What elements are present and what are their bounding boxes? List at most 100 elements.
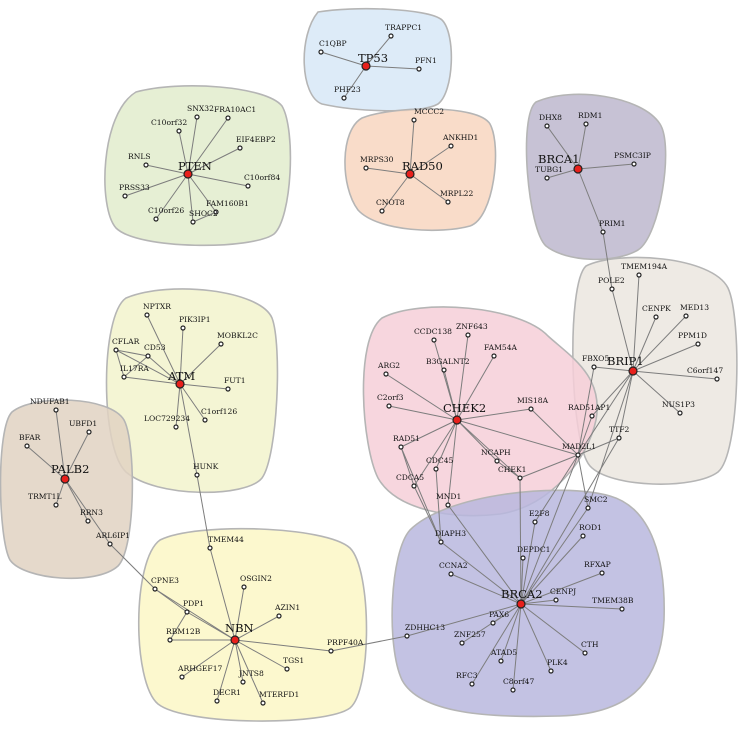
node-marker-mrpl22[interactable] — [445, 199, 451, 205]
node-rad51[interactable]: RAD51 — [393, 434, 420, 450]
node-mrps30[interactable]: MRPS30 — [360, 155, 394, 171]
node-marker-znf643[interactable] — [465, 332, 471, 338]
node-prss33[interactable]: PRSS33 — [119, 183, 150, 199]
node-mccc2[interactable]: MCCC2 — [411, 107, 444, 123]
node-pfn1[interactable]: PFN1 — [415, 56, 437, 72]
node-cflar[interactable]: CFLAR — [112, 337, 140, 353]
node-pole2[interactable]: POLE2 — [598, 276, 625, 292]
node-marker-fam160b1[interactable] — [213, 209, 219, 215]
node-prpf40a[interactable]: PRPF40A — [327, 638, 364, 654]
node-cdca5[interactable]: CDCA5 — [396, 473, 424, 489]
node-marker-ppm1d[interactable] — [695, 341, 701, 347]
node-osgin2[interactable]: OSGIN2 — [240, 574, 272, 590]
node-snx32[interactable]: SNX32 — [187, 104, 214, 120]
node-med13[interactable]: MED13 — [680, 303, 709, 319]
node-marker-trappc1[interactable] — [388, 33, 394, 39]
node-marker-rad51ap1[interactable] — [589, 413, 595, 419]
hub-marker-rad50[interactable] — [405, 169, 415, 179]
node-rfc3[interactable]: RFC3 — [456, 671, 478, 687]
node-marker-fra10ac1[interactable] — [225, 115, 231, 121]
node-marker-c10orf26[interactable] — [153, 216, 159, 222]
hub-node-pten[interactable]: PTEN — [178, 159, 212, 179]
node-mnd1[interactable]: MND1 — [436, 492, 461, 508]
node-marker-pik3ip1[interactable] — [180, 325, 186, 331]
node-marker-tgs1[interactable] — [284, 666, 290, 672]
node-marker-prpf40a[interactable] — [328, 648, 334, 654]
node-marker-ccna2[interactable] — [448, 571, 454, 577]
node-marker-ubfd1[interactable] — [86, 429, 92, 435]
node-marker-rdm1[interactable] — [583, 121, 589, 127]
node-eif4ebp2[interactable]: EIF4EBP2 — [236, 135, 276, 151]
node-mrpl22[interactable]: MRPL22 — [440, 189, 473, 205]
node-loc729234[interactable]: LOC729234 — [144, 414, 190, 430]
node-tmem44[interactable]: TMEM44 — [207, 535, 244, 551]
node-marker-tubg1[interactable] — [544, 175, 550, 181]
node-marker-pax6[interactable] — [490, 620, 496, 626]
hub-marker-tp53[interactable] — [361, 61, 371, 71]
node-trmt1l[interactable]: TRMT1L — [28, 492, 62, 508]
node-marker-znf257[interactable] — [459, 640, 465, 646]
node-marker-hunk[interactable] — [194, 472, 200, 478]
node-marker-ccdc138[interactable] — [431, 337, 437, 343]
node-arl6ip1[interactable]: ARL6IP1 — [95, 531, 130, 547]
hub-node-palb2[interactable]: PALB2 — [51, 462, 89, 484]
node-phf23[interactable]: PHF23 — [334, 85, 361, 101]
node-b3galnt2[interactable]: B3GALNT2 — [426, 357, 470, 373]
node-marker-c2orf3[interactable] — [386, 403, 392, 409]
node-smc2[interactable]: SMC2 — [584, 495, 608, 511]
node-azin1[interactable]: AZIN1 — [274, 603, 300, 619]
node-rod1[interactable]: ROD1 — [579, 523, 602, 539]
node-fam54a[interactable]: FAM54A — [484, 343, 518, 359]
hub-node-atm[interactable]: ATM — [167, 369, 195, 389]
node-marker-trmt1l[interactable] — [53, 502, 59, 508]
node-pdp1[interactable]: PDP1 — [183, 599, 204, 615]
node-marker-rnls[interactable] — [143, 162, 149, 168]
node-marker-fut1[interactable] — [225, 386, 231, 392]
node-marker-arg2[interactable] — [383, 371, 389, 377]
node-marker-pfn1[interactable] — [416, 66, 422, 72]
node-marker-e2f8[interactable] — [532, 519, 538, 525]
node-znf257[interactable]: ZNF257 — [454, 630, 486, 646]
node-nptxr[interactable]: NPTXR — [143, 302, 171, 318]
node-c10orf26[interactable]: C10orf26 — [148, 206, 184, 222]
node-c8orf47[interactable]: C8orf47 — [503, 677, 534, 693]
node-marker-ankhd1[interactable] — [448, 143, 454, 149]
hub-node-brip1[interactable]: BRIP1 — [607, 354, 644, 376]
hub-marker-chek2[interactable] — [452, 415, 462, 425]
node-marker-depdc1[interactable] — [520, 555, 526, 561]
node-c2orf3[interactable]: C2orf3 — [377, 393, 404, 409]
node-ndufab1[interactable]: NDUFAB1 — [30, 397, 70, 413]
node-marker-c1orf126[interactable] — [202, 417, 208, 423]
node-ankhd1[interactable]: ANKHD1 — [442, 133, 478, 149]
node-marker-cflar[interactable] — [113, 347, 119, 353]
hub-node-brca2[interactable]: BRCA2 — [501, 587, 543, 609]
hub-marker-brca2[interactable] — [516, 599, 526, 609]
node-marker-rfc3[interactable] — [469, 681, 475, 687]
node-il17ra[interactable]: IL17RA — [120, 364, 149, 380]
node-marker-plk4[interactable] — [548, 668, 554, 674]
node-bfar[interactable]: BFAR — [19, 433, 41, 449]
node-ccdc138[interactable]: CCDC138 — [414, 327, 452, 343]
hub-marker-palb2[interactable] — [60, 474, 70, 484]
node-marker-ndufab1[interactable] — [53, 407, 59, 413]
node-tmem38b[interactable]: TMEM38B — [592, 596, 634, 612]
node-marker-mrps30[interactable] — [363, 165, 369, 171]
node-marker-osgin2[interactable] — [241, 584, 247, 590]
node-ttf2[interactable]: TTF2 — [609, 425, 630, 441]
node-marker-cdc45[interactable] — [433, 466, 439, 472]
node-marker-arhgef17[interactable] — [179, 674, 185, 680]
node-rrn3[interactable]: RRN3 — [80, 508, 103, 524]
node-mterfd1[interactable]: MTERFD1 — [259, 690, 299, 706]
node-marker-nptxr[interactable] — [144, 312, 150, 318]
node-marker-pole2[interactable] — [609, 286, 615, 292]
hub-marker-nbn[interactable] — [230, 635, 240, 645]
node-marker-snx32[interactable] — [194, 114, 200, 120]
node-marker-psmc3ip[interactable] — [631, 161, 637, 167]
node-cpne3[interactable]: CPNE3 — [151, 576, 179, 592]
node-pax6[interactable]: PAX6 — [489, 610, 509, 626]
node-fut1[interactable]: FUT1 — [224, 376, 246, 392]
node-marker-mis18a[interactable] — [528, 406, 534, 412]
node-marker-rod1[interactable] — [580, 533, 586, 539]
node-marker-fam54a[interactable] — [491, 353, 497, 359]
node-marker-atad5[interactable] — [498, 658, 504, 664]
